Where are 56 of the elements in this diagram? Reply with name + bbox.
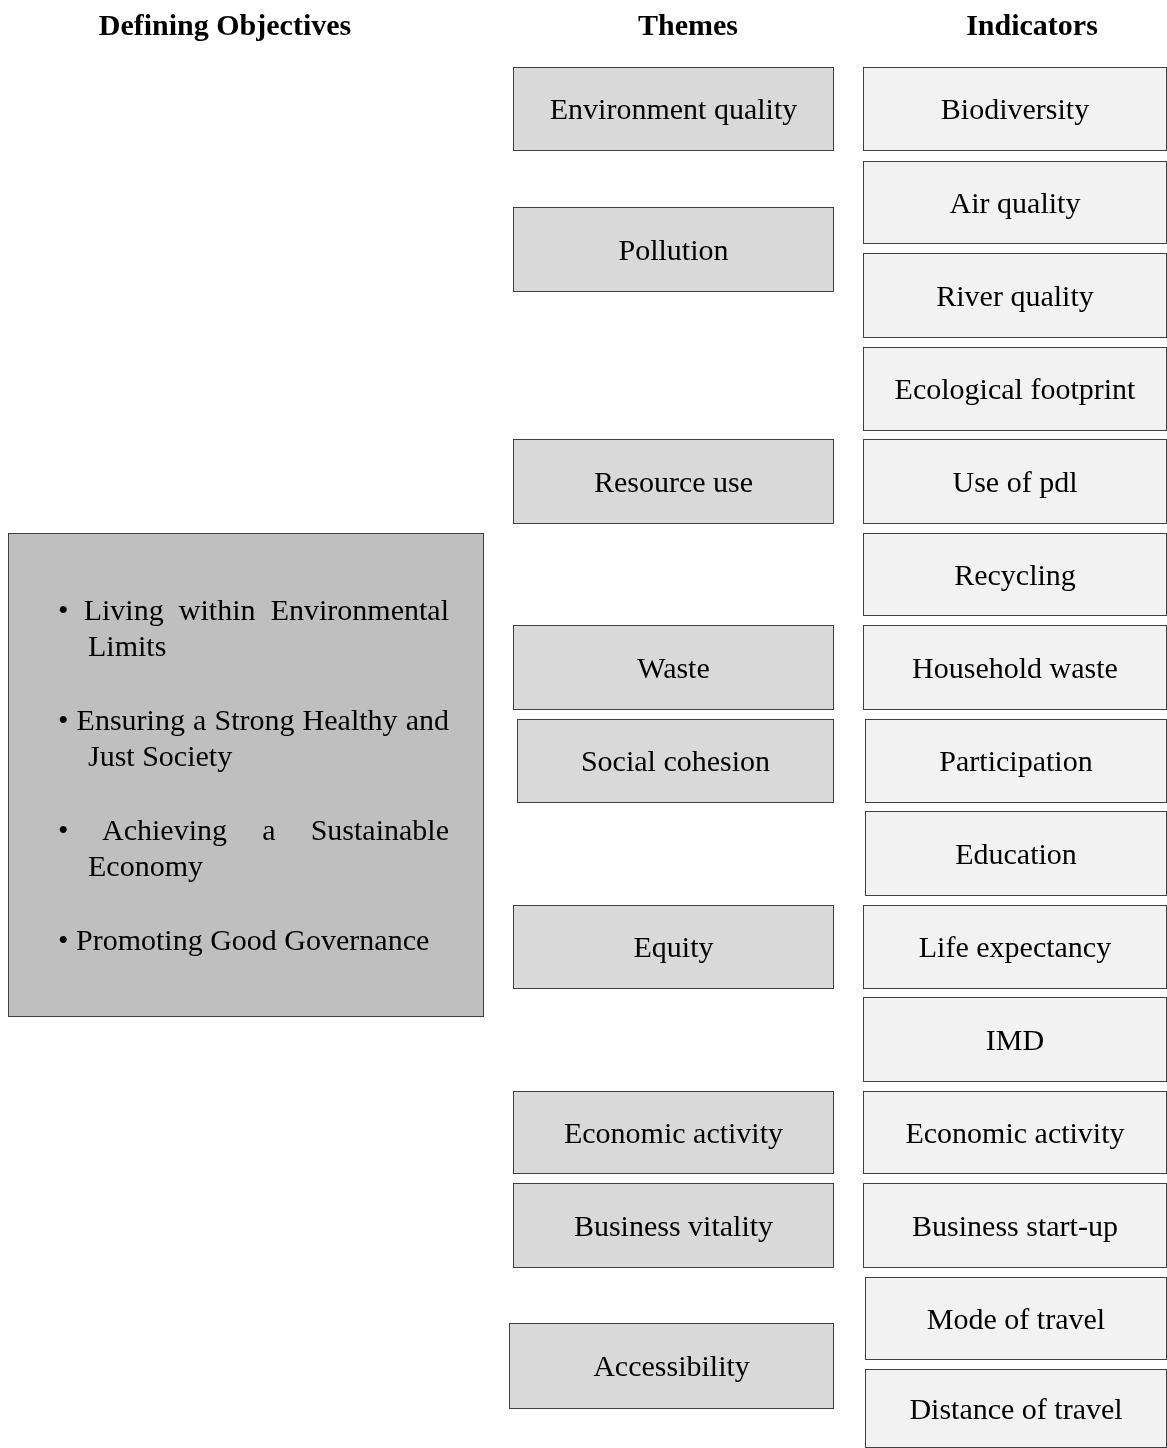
box-label: River quality [936,277,1094,314]
box-label: Resource use [593,463,754,500]
indicator-box [863,347,1167,431]
indicator-box [863,439,1167,524]
box-label: Education [955,835,1077,872]
box-label: IMD [985,1021,1045,1058]
theme-box [517,719,834,803]
theme-box [513,905,834,989]
column-heading: Themes [638,8,738,42]
indicator-box [865,1369,1167,1448]
box-label: Waste [637,649,710,686]
indicator-box [865,811,1167,896]
theme-box [513,1091,834,1174]
bullet-item: • Achieving a Sustainable Economy [58,812,449,884]
column-heading: Indicators [966,8,1098,42]
column-heading: Defining Objectives [98,8,352,42]
box-label: Ecological footprint [894,371,1136,407]
box-label: Pollution [618,231,729,268]
box-label: Business start-up [912,1207,1118,1244]
indicator-box [865,719,1167,803]
box-label: Economic activity [563,1114,784,1151]
box-label: Mode of travel [926,1300,1106,1337]
box-label: Business vitality [573,1207,774,1244]
bullet-item: • Ensuring a Strong Healthy and Just Society [58,702,449,774]
box-label: Social cohesion [580,743,771,779]
indicator-box [863,1091,1167,1174]
theme-box [513,67,834,151]
box-label: Life expectancy [918,929,1112,965]
indicator-box [863,253,1167,338]
bullet-item: • Living within Environmental Limits [58,592,449,664]
indicator-box [863,1183,1167,1268]
indicator-box [863,625,1167,710]
indicator-box [863,533,1167,616]
box-label: Recycling [954,556,1076,593]
theme-box [509,1323,834,1409]
objectives-box [8,533,484,1017]
theme-box [513,439,834,524]
theme-box [513,207,834,292]
bullet-item: • Promoting Good Governance [58,922,431,958]
box-label: Air quality [949,184,1081,221]
indicator-box [863,161,1167,244]
box-label: Environment quality [549,91,798,127]
box-label: Equity [633,929,714,965]
theme-box [513,1183,834,1268]
indicator-box [865,1277,1167,1360]
theme-box [513,625,834,710]
indicator-box [863,997,1167,1082]
box-label: Biodiversity [940,91,1090,127]
box-label: Distance of travel [909,1390,1123,1427]
indicator-box [863,905,1167,989]
box-label: Accessibility [593,1348,750,1384]
box-label: Participation [939,743,1093,779]
indicator-box [863,67,1167,151]
box-label: Economic activity [905,1114,1125,1151]
box-label: Household waste [912,649,1118,686]
box-label: Use of pdl [952,463,1078,500]
